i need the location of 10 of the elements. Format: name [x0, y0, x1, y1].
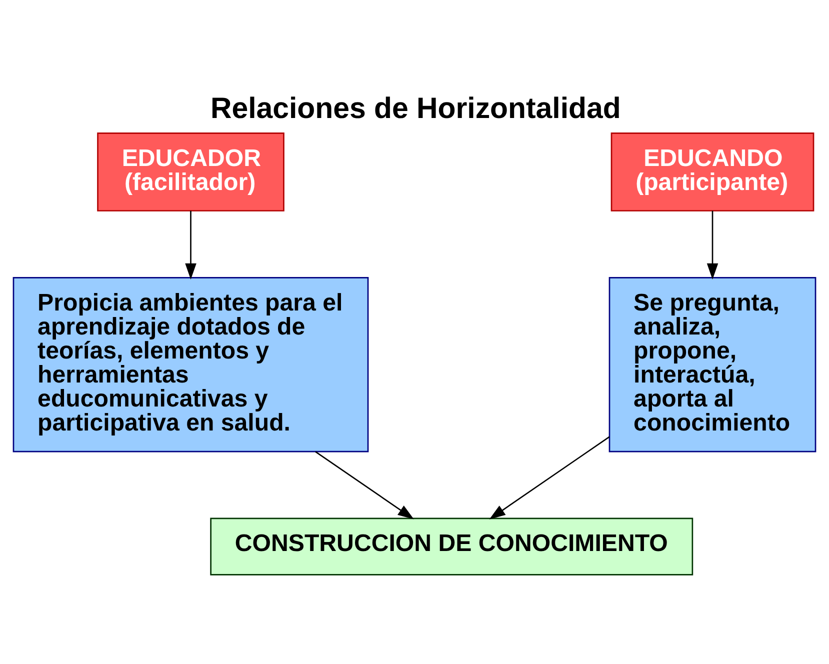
arrow: [489, 436, 610, 519]
node-box: Propicia ambientes para el aprendizaje dotados de teorías, elementos y herramientas educomunicativas y participativa en salud.: [12, 276, 369, 452]
node-box: EDUCANDO (participante): [610, 132, 814, 211]
node-box: CONSTRUCCION DE CONOCIMIENTO: [210, 517, 694, 575]
arrow: [706, 210, 718, 279]
node-box: Se pregunta, analiza, propone, interactúa, aporta al conocimiento: [608, 276, 816, 452]
node-box: EDUCADOR (facilitador): [97, 132, 284, 211]
diagram-title: Relaciones de Horizontalidad: [210, 91, 621, 124]
arrow: [315, 450, 414, 519]
arrow: [185, 210, 196, 279]
